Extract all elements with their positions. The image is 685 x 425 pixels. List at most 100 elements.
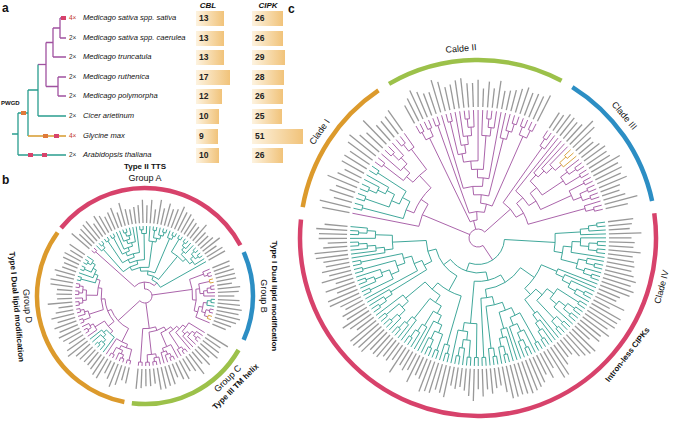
tree-branch [176, 325, 183, 332]
tree-branch [446, 114, 448, 122]
tree-branch [211, 302, 215, 303]
tree-branch [430, 340, 433, 348]
tree-branch [399, 310, 405, 316]
tree-branch [211, 299, 215, 300]
tree-branch [554, 233, 555, 251]
tree-branch [478, 110, 479, 161]
leaf-label-mark [557, 342, 568, 357]
leaf-label-mark [90, 355, 101, 370]
tree-branch [136, 227, 139, 253]
tree-branch [451, 113, 453, 121]
leaf-label-mark [218, 300, 240, 301]
tree-branch [562, 280, 570, 284]
tree-branch [130, 260, 145, 263]
tree-branch [141, 230, 142, 234]
count-bar: 9 [196, 129, 218, 144]
tree-branch [122, 355, 123, 359]
tree-branch [424, 261, 432, 265]
tree-branch [194, 311, 198, 312]
tree-branch [79, 284, 81, 287]
tree-branch [569, 191, 573, 200]
tree-branch [129, 349, 132, 360]
tree-branch [593, 263, 595, 267]
tree-branch [154, 230, 155, 237]
tree-branch [386, 304, 399, 315]
figure-label: Cicer arietinum [83, 112, 134, 120]
leaf-label-mark [498, 367, 501, 385]
tree-branch [578, 304, 585, 309]
tree-branch [199, 306, 203, 308]
tree-branch [94, 248, 97, 251]
tree-branch [96, 252, 135, 287]
tree-branch [528, 347, 532, 355]
tree-branch [579, 170, 586, 174]
tree-branch [120, 231, 124, 241]
tree-branch [395, 260, 399, 271]
panel-letter: c [288, 3, 295, 15]
leaf-label-mark [161, 367, 166, 388]
leaf-label-mark [460, 368, 462, 387]
leaf-label-mark [217, 278, 237, 282]
leaf-label-mark [336, 278, 354, 284]
leaf-label-mark [595, 167, 621, 180]
tree-branch [467, 357, 471, 358]
count-number: 13 [199, 14, 208, 23]
tree-branch [403, 202, 410, 219]
count-number: 13 [199, 34, 208, 43]
leaf-label-mark [549, 113, 559, 129]
tree-branch [102, 248, 105, 251]
tree-branch [434, 321, 442, 325]
tree-branch [139, 361, 143, 362]
tree-branch [367, 245, 375, 247]
leaf-label-mark [161, 208, 165, 224]
tree-branch [196, 331, 202, 335]
leaf-label-mark [67, 338, 85, 351]
tree-branch [579, 174, 581, 177]
tree-branch [95, 321, 105, 327]
tree-branch [155, 354, 157, 358]
leaf-label-mark [511, 90, 516, 111]
tree-branch [365, 271, 417, 299]
figure-label: 2× [69, 74, 76, 81]
count-bar: 25 [252, 109, 282, 124]
tree-branch [207, 287, 211, 288]
leaf-label-mark [579, 142, 594, 154]
tree-branch [500, 113, 505, 138]
tree-branch [585, 181, 593, 185]
tree-branch [559, 326, 565, 332]
tree-branch [568, 281, 571, 287]
tree-branch [429, 120, 432, 128]
tree-branch [108, 241, 123, 263]
tree-branch [419, 204, 428, 226]
leaf-label-mark [343, 311, 369, 328]
tree-branch [89, 323, 91, 327]
leaf-label-mark [329, 270, 351, 276]
tree-branch [506, 130, 512, 132]
tree-branch [414, 188, 431, 213]
tree-branch [524, 120, 527, 128]
figure-label: Type I Dual lipid modification [270, 241, 278, 352]
leaf-label-mark [70, 244, 85, 254]
tree-branch [83, 300, 87, 301]
tree-branch [156, 361, 158, 365]
tree-branch [177, 347, 181, 350]
tree-branch [490, 128, 492, 136]
tree-branch [127, 359, 130, 361]
count-number: 10 [199, 151, 208, 160]
tree-branch [555, 232, 580, 233]
tree-branch [588, 243, 590, 250]
tree-branch [204, 275, 208, 276]
tree-branch [486, 306, 491, 348]
tree-branch [122, 328, 129, 341]
tree-branch [104, 330, 107, 332]
tree-branch [448, 121, 452, 122]
tree-branch [557, 289, 578, 303]
tree-branch [467, 136, 469, 144]
tree-branch [517, 203, 528, 224]
tree-branch [580, 238, 581, 246]
tree-branch [574, 289, 576, 294]
tree-branch [527, 130, 531, 138]
leaf-label-mark [59, 328, 80, 338]
tree-branch [169, 326, 177, 332]
